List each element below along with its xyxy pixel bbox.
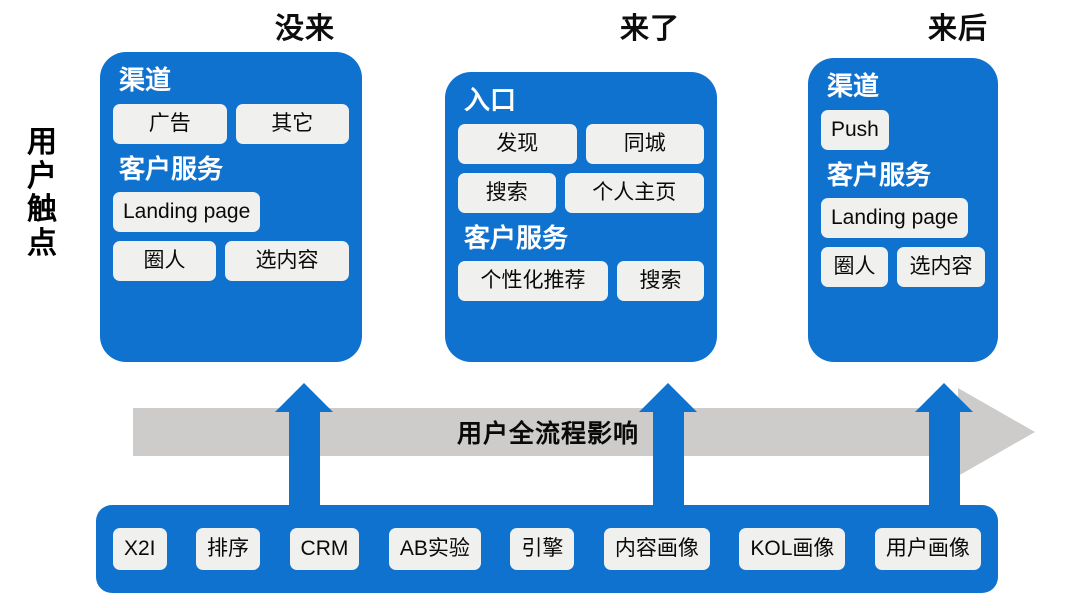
arrow-head-icon: [915, 383, 973, 412]
touchpoint-chip[interactable]: 发现: [458, 123, 577, 164]
connector-arrow-up-3: [915, 383, 973, 507]
process-arrow-label: 用户全流程影响: [456, 420, 639, 448]
chip-row: 搜索个人主页: [458, 172, 704, 213]
side-axis-label: 用户 触点: [27, 126, 57, 260]
group-heading-during-0: 入口: [464, 85, 517, 115]
capability-chip[interactable]: 引擎: [510, 528, 575, 570]
chip-row: 圈人选内容: [113, 241, 349, 281]
stage-title-before: 没来: [274, 13, 335, 45]
touchpoint-chip[interactable]: 圈人: [821, 247, 888, 287]
stage-panel-after: 渠道 Push 客户服务 Landing page 圈人选内容: [808, 58, 998, 362]
touchpoint-chip[interactable]: Push: [821, 109, 889, 150]
capability-chip[interactable]: 排序: [196, 528, 261, 570]
arrow-head-icon: [275, 383, 333, 412]
touchpoint-chip[interactable]: 选内容: [225, 241, 349, 281]
touchpoint-chip[interactable]: 个性化推荐: [458, 261, 608, 301]
connector-arrow-up-1: [275, 383, 333, 507]
touchpoint-chip[interactable]: 其它: [235, 103, 349, 144]
group-heading-before-1: 客户服务: [119, 153, 224, 184]
arrow-shaft: [929, 411, 960, 507]
touchpoint-chip[interactable]: Landing page: [113, 192, 261, 232]
group-heading-during-1: 客户服务: [464, 222, 569, 253]
capability-chip[interactable]: AB实验: [388, 528, 481, 570]
stage-title-after: 来后: [927, 13, 988, 45]
stage-title-during: 来了: [619, 13, 680, 45]
touchpoint-chip[interactable]: 个人主页: [564, 172, 704, 213]
touchpoint-chip[interactable]: 搜索: [617, 261, 704, 301]
capability-chip[interactable]: 内容画像: [603, 528, 710, 570]
touchpoint-chip[interactable]: 圈人: [113, 241, 216, 281]
chip-row: Landing page: [821, 198, 985, 238]
process-arrow-band: [133, 408, 963, 456]
group-heading-after-0: 渠道: [827, 71, 880, 101]
arrow-head-icon: [639, 383, 697, 412]
capabilities-bar: X2I 排序 CRM AB实验引擎内容画像 KOL画像用户画像: [96, 505, 998, 593]
capability-chip[interactable]: 用户画像: [874, 528, 981, 570]
chip-row: 发现同城: [458, 123, 704, 164]
chip-row: Landing page: [113, 192, 349, 232]
arrow-shaft: [289, 411, 320, 507]
chip-row: 个性化推荐搜索: [458, 261, 704, 301]
connector-arrow-up-2: [639, 383, 697, 507]
arrow-shaft: [653, 411, 684, 507]
stage-panel-during: 入口发现同城搜索个人主页客户服务个性化推荐搜索: [445, 72, 717, 362]
chip-row: 圈人选内容: [821, 247, 985, 287]
capability-chip[interactable]: KOL画像: [739, 528, 846, 570]
touchpoint-chip[interactable]: 选内容: [897, 247, 985, 287]
chip-row: Push: [821, 109, 985, 150]
touchpoint-chip[interactable]: Landing page: [821, 198, 969, 238]
capability-chip[interactable]: CRM: [289, 528, 360, 570]
touchpoint-chip[interactable]: 同城: [585, 123, 704, 164]
group-heading-before-0: 渠道: [119, 65, 172, 95]
chip-row: 广告其它: [113, 103, 349, 144]
group-heading-after-1: 客户服务: [827, 159, 932, 190]
capability-chip[interactable]: X2I: [113, 528, 167, 570]
touchpoint-chip[interactable]: 搜索: [458, 172, 556, 213]
touchpoint-chip[interactable]: 广告: [113, 103, 227, 144]
